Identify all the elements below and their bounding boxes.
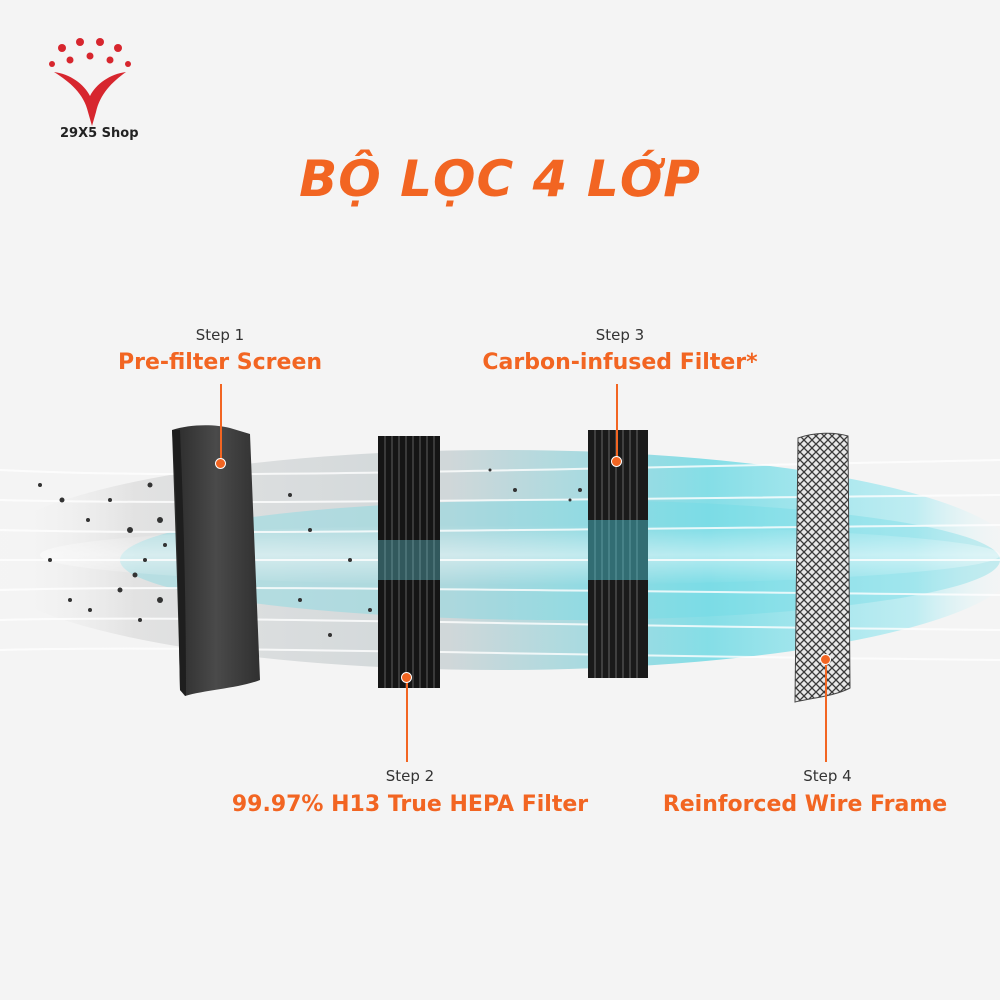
step-3-name: Carbon-infused Filter* — [482, 350, 758, 375]
page-title: BỘ LỌC 4 LỚP — [299, 150, 701, 208]
step-1-number: Step 1 — [195, 326, 245, 344]
step-2-number: Step 2 — [385, 767, 435, 785]
step-2-pointer-dot — [401, 672, 412, 683]
step-2-name: 99.97% H13 True HEPA Filter — [231, 792, 589, 817]
carbon-filter — [588, 430, 648, 678]
prefilter-panel — [172, 425, 260, 696]
step-4-pointer-line — [825, 664, 827, 762]
step-1-pointer-dot — [215, 458, 226, 469]
step-3-pointer-line — [616, 384, 618, 462]
step-3-pointer-dot — [611, 456, 622, 467]
step-1-pointer-line — [220, 384, 222, 462]
step-4-name: Reinforced Wire Frame — [662, 792, 948, 817]
step-4-number: Step 4 — [803, 767, 852, 785]
brand-name: 29X5 Shop — [60, 126, 139, 141]
brand-logo-icon — [49, 38, 131, 126]
hepa-filter — [378, 436, 440, 688]
step-4-pointer-dot — [820, 654, 831, 665]
wire-frame-mesh — [794, 432, 851, 703]
dust-particles — [38, 468, 582, 637]
step-2-pointer-line — [406, 680, 408, 762]
step-3-number: Step 3 — [595, 326, 645, 344]
step-1-name: Pre-filter Screen — [117, 350, 323, 375]
